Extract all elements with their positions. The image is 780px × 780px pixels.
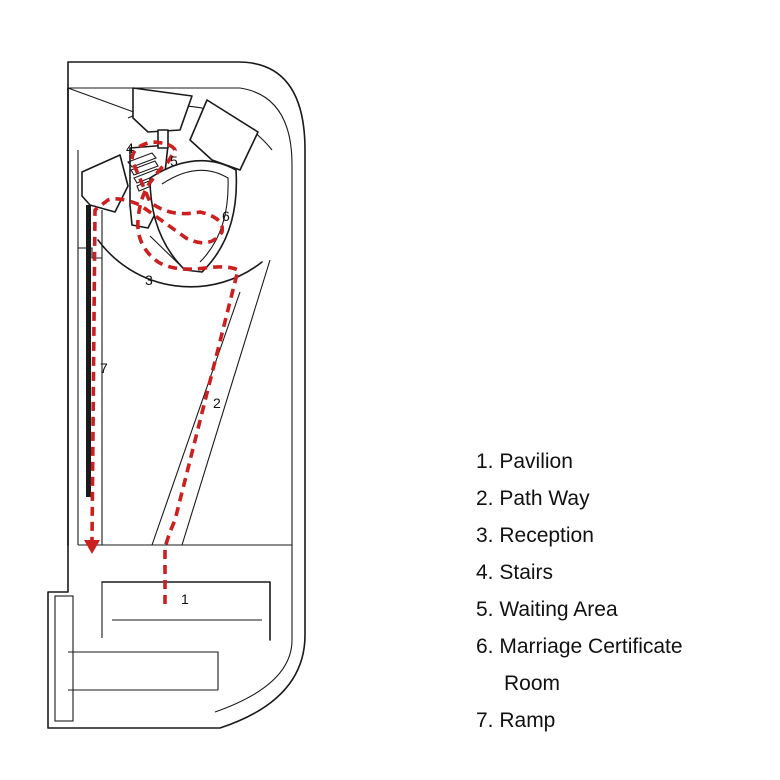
- pathway-wall-right: [181, 259, 271, 546]
- corner-room: [54, 595, 74, 722]
- area-label-3: 3: [145, 272, 153, 288]
- legend-item-waiting-area: 5. Waiting Area: [476, 598, 618, 621]
- legend-item-ramp: 7. Ramp: [476, 709, 556, 732]
- petal-top: [132, 87, 193, 133]
- area-label-1: 1: [181, 591, 189, 607]
- certificate-room: [149, 159, 238, 273]
- building-inner-outline: [68, 87, 293, 713]
- legend: 1. Pavilion 2. Path Way 3. Reception 4. …: [476, 443, 776, 739]
- petal-top-right: [189, 99, 259, 171]
- area-label-5: 5: [170, 153, 178, 169]
- route-path: [90, 140, 240, 604]
- legend-item-path-way: 2. Path Way: [476, 487, 590, 510]
- ramp-bar: [86, 205, 91, 497]
- area-label-7: 7: [100, 360, 108, 376]
- reception-circle: [97, 239, 263, 288]
- building-outline: [47, 61, 306, 729]
- legend-item-stairs: 4. Stairs: [476, 561, 554, 584]
- room-divider: [149, 235, 186, 271]
- legend-wrap-text: Room: [504, 672, 561, 695]
- lower-block: [68, 651, 219, 691]
- certificate-room-inner: [161, 169, 229, 263]
- pavilion-roof: [101, 581, 271, 641]
- legend-item-room-continuation: Room: [476, 665, 776, 702]
- legend-item-pavilion: 1. Pavilion: [476, 450, 573, 473]
- area-label-2: 2: [213, 395, 221, 411]
- pathway-wall-left: [151, 291, 241, 546]
- core-column: [157, 129, 169, 149]
- area-label-4: 4: [126, 140, 134, 156]
- legend-item-marriage-certificate: 6. Marriage Certificate: [476, 635, 683, 658]
- area-label-6: 6: [222, 208, 230, 224]
- route-arrowhead: [84, 540, 100, 554]
- ramp-step: [78, 247, 102, 259]
- legend-item-reception: 3. Reception: [476, 524, 594, 547]
